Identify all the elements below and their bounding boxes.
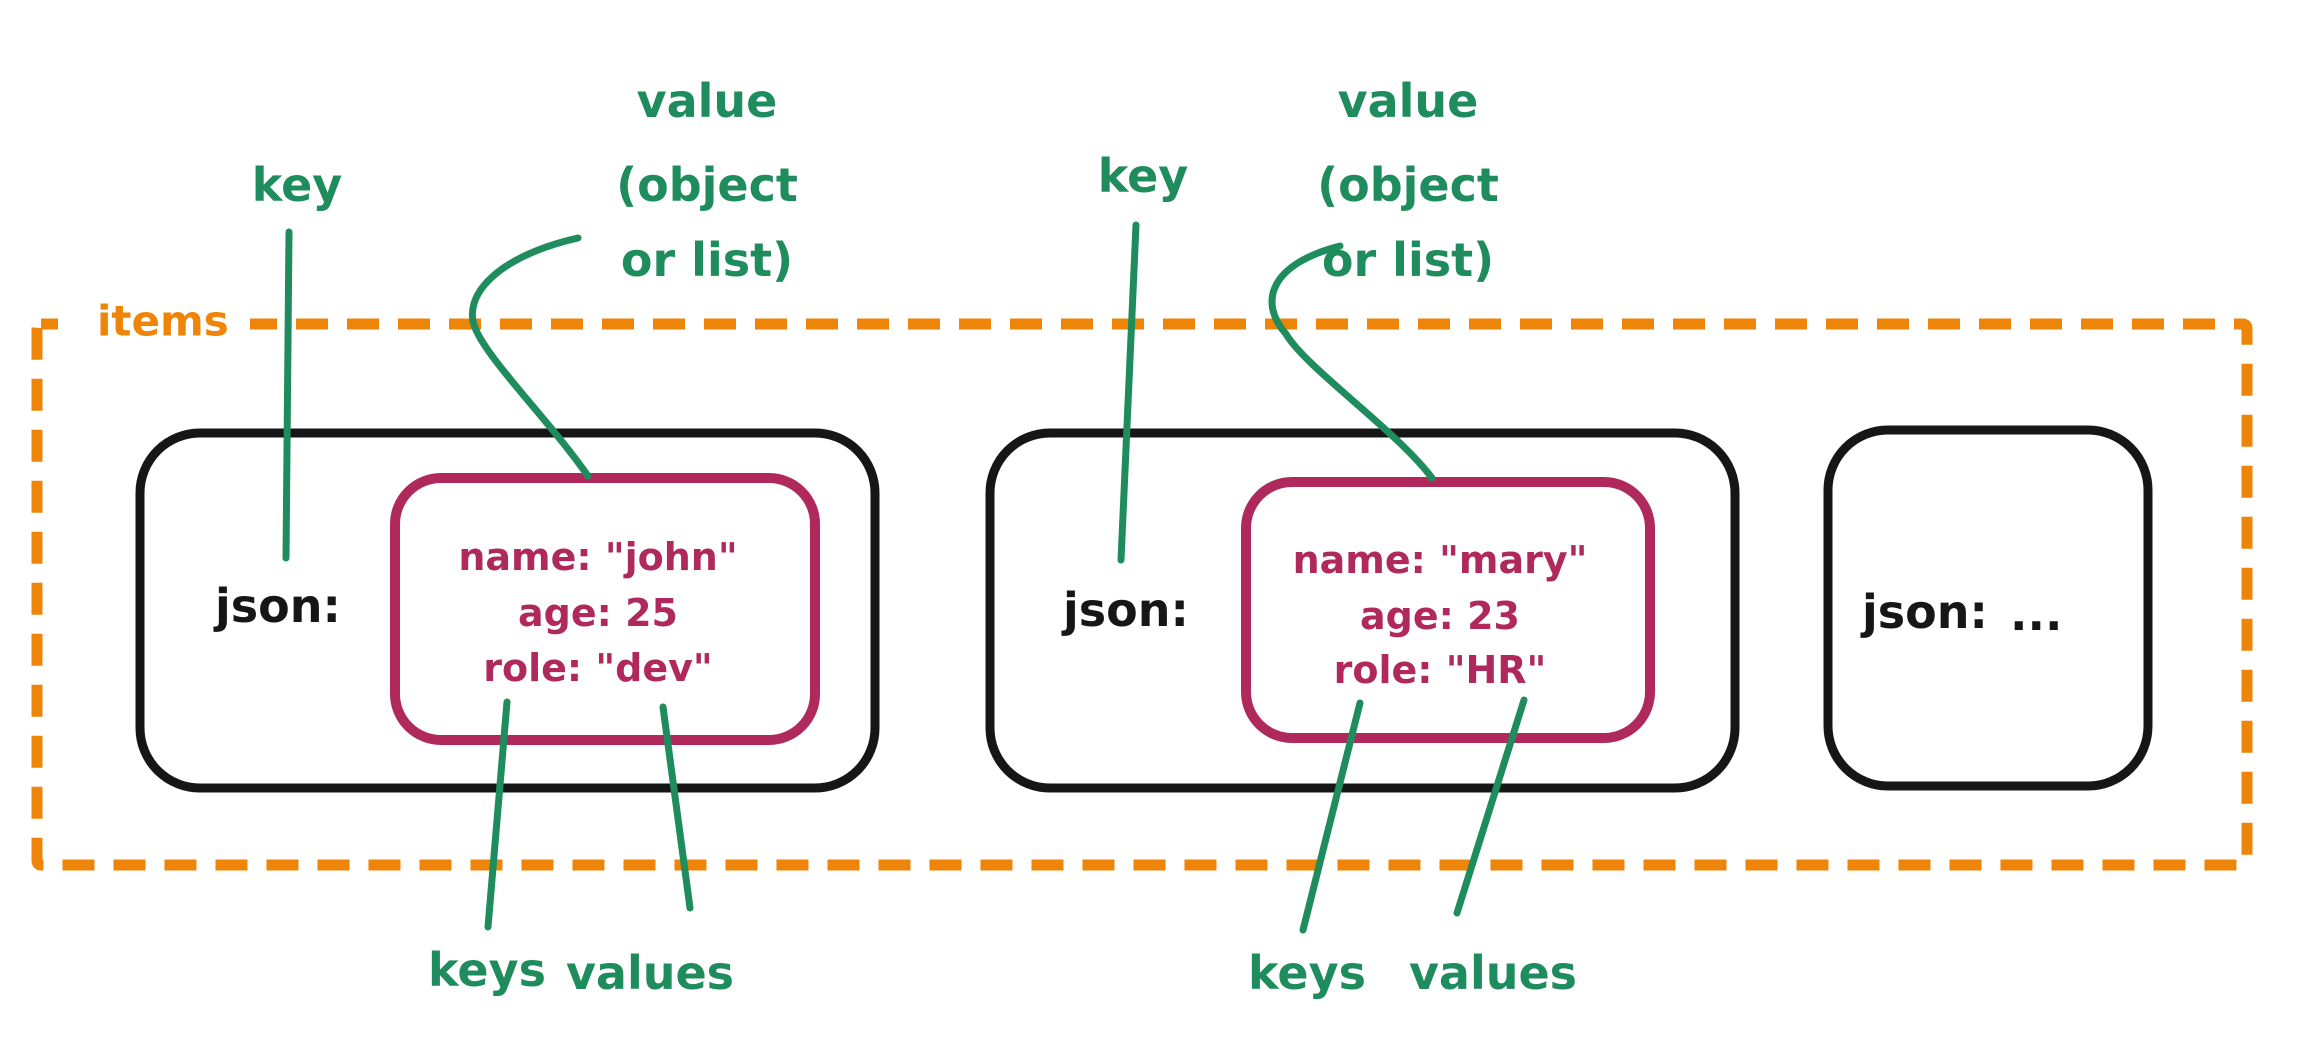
value-annotation-2-line-3: or list): [1322, 233, 1494, 287]
key-annotation-2: key: [1098, 149, 1189, 203]
keys-annotation-1: keys: [428, 943, 546, 997]
object-line-role-2: role: "HR": [1334, 648, 1547, 692]
items-dashed-container: [31, 318, 2253, 871]
values-pointer-line-2: [1453, 696, 1528, 917]
json-key-label-3: json:: [1860, 585, 1988, 639]
key-pointer-line-2: [1117, 221, 1140, 564]
values-annotation-1: values: [566, 946, 734, 1000]
json-key-label-2: json:: [1061, 583, 1189, 637]
value-annotation-2-line-1: value: [1338, 74, 1479, 128]
value-annotation-2-line-2: (object: [1317, 158, 1499, 212]
object-line-name-2: name: "mary": [1293, 538, 1588, 582]
key-annotation-1: key: [252, 158, 343, 212]
key-pointer-line-1: [282, 228, 293, 562]
values-annotation-2: values: [1409, 946, 1577, 1000]
value-pointer-curve-1: [468, 234, 592, 480]
object-value-box-2: [1241, 477, 1655, 743]
values-pointer-line-1: [659, 703, 694, 912]
items-label-backdrop: [58, 298, 250, 346]
keys-pointer-line-1: [484, 698, 511, 931]
json-ellipsis-3: ...: [2010, 587, 2062, 641]
json-item-box-3: [1823, 425, 2153, 791]
object-value-box-1: [390, 473, 820, 745]
object-line-age-1: age: 25: [518, 591, 678, 635]
object-line-role-1: role: "dev": [483, 646, 712, 690]
object-line-age-2: age: 23: [1360, 594, 1520, 638]
keys-pointer-line-2: [1299, 699, 1364, 934]
object-line-name-1: name: "john": [458, 535, 737, 579]
value-pointer-curve-2: [1268, 242, 1436, 482]
value-annotation-1-line-1: value: [637, 74, 778, 128]
json-key-label-1: json:: [213, 579, 341, 633]
value-annotation-1-line-2: (object: [616, 158, 798, 212]
items-label: items: [97, 297, 229, 346]
keys-annotation-2: keys: [1248, 946, 1366, 1000]
value-annotation-1-line-3: or list): [621, 233, 793, 287]
